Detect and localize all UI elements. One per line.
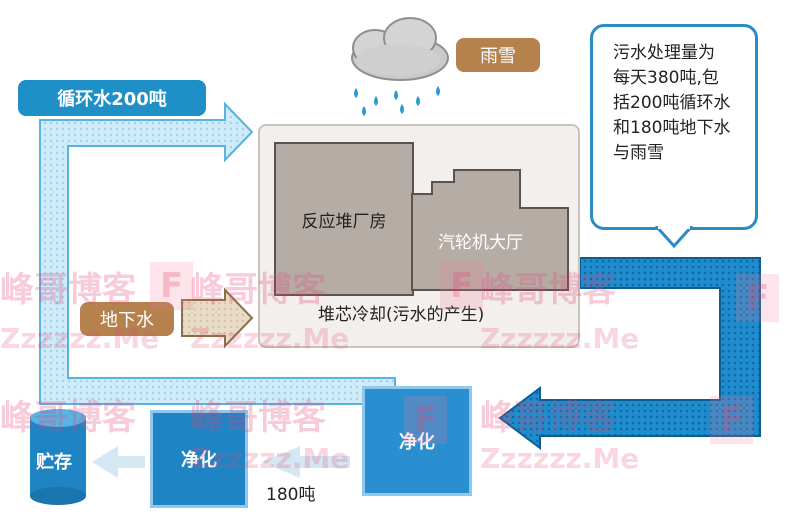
- watermark-letter: F: [404, 396, 447, 444]
- watermark-url: Zzzzzz.Me: [0, 322, 159, 355]
- storage-label: 贮存: [36, 448, 72, 474]
- watermark-text: 峰哥博客: [480, 390, 616, 439]
- callout-line: 与雨雪: [613, 141, 743, 166]
- callout-line: 每天380吨,包: [613, 66, 743, 91]
- watermark-text: 峰哥博客: [190, 390, 326, 439]
- watermark-text: 峰哥博客: [190, 262, 326, 311]
- callout-line: 和180吨地下水: [613, 116, 743, 141]
- watermark-text: 峰哥博客: [0, 390, 136, 439]
- callout-line: 污水处理量为: [613, 41, 743, 66]
- watermark-text: 峰哥博客: [0, 262, 136, 311]
- raindrops: [354, 86, 440, 116]
- callout-line: 括200吨循环水: [613, 91, 743, 116]
- watermark-url: Zzzzzz.Me: [190, 442, 349, 475]
- watermark-letter: F: [440, 262, 483, 310]
- watermark-letter: F: [150, 262, 193, 310]
- rain-snow-label: 雨雪: [456, 38, 540, 72]
- watermark-letter: F: [710, 396, 753, 444]
- callout-pointer: [654, 226, 694, 250]
- rain-cloud: [352, 18, 448, 80]
- reactor-building-label: 反应堆厂房: [302, 207, 387, 232]
- watermark-url: Zzzzzz.Me: [480, 442, 639, 475]
- watermark-url: Zzzzzz.Me: [190, 322, 349, 355]
- watermark-url: Zzzzzz.Me: [480, 322, 639, 355]
- wastewater-callout: 污水处理量为 每天380吨,包 括200吨循环水 和180吨地下水 与雨雪: [590, 24, 758, 230]
- flow-180-label: 180吨: [266, 480, 315, 505]
- watermark-text: 峰哥博客: [480, 262, 616, 311]
- circulating-water-label: 循环水200吨: [18, 80, 206, 116]
- arrow-to-storage: [92, 446, 145, 478]
- watermark-letter: F: [736, 274, 779, 322]
- turbine-hall-label: 汽轮机大厅: [438, 228, 523, 253]
